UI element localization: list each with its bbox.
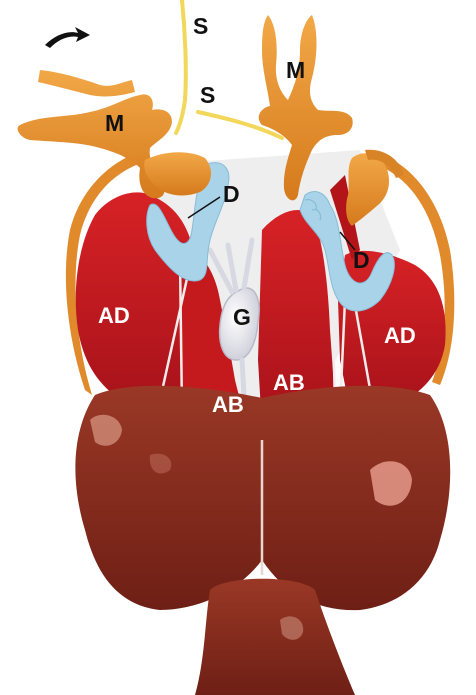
label-s-top: S: [193, 13, 208, 39]
label-d-left: D: [223, 181, 240, 207]
label-m-left: M: [105, 110, 124, 136]
ossicle-m-left: [18, 70, 172, 198]
liver-lobe-right: [262, 386, 450, 610]
label-g: G: [233, 304, 251, 330]
label-ad-right: AD: [384, 323, 416, 348]
label-d-right: D: [353, 247, 370, 273]
nerve-upper: [176, 0, 186, 133]
label-ad-left: AD: [98, 303, 130, 328]
label-s-middle: S: [200, 82, 215, 108]
curved-arrow-icon: [45, 27, 90, 48]
label-ab-right: AB: [273, 370, 305, 395]
label-ab-left: AB: [212, 392, 244, 417]
label-m-right: M: [286, 57, 305, 83]
